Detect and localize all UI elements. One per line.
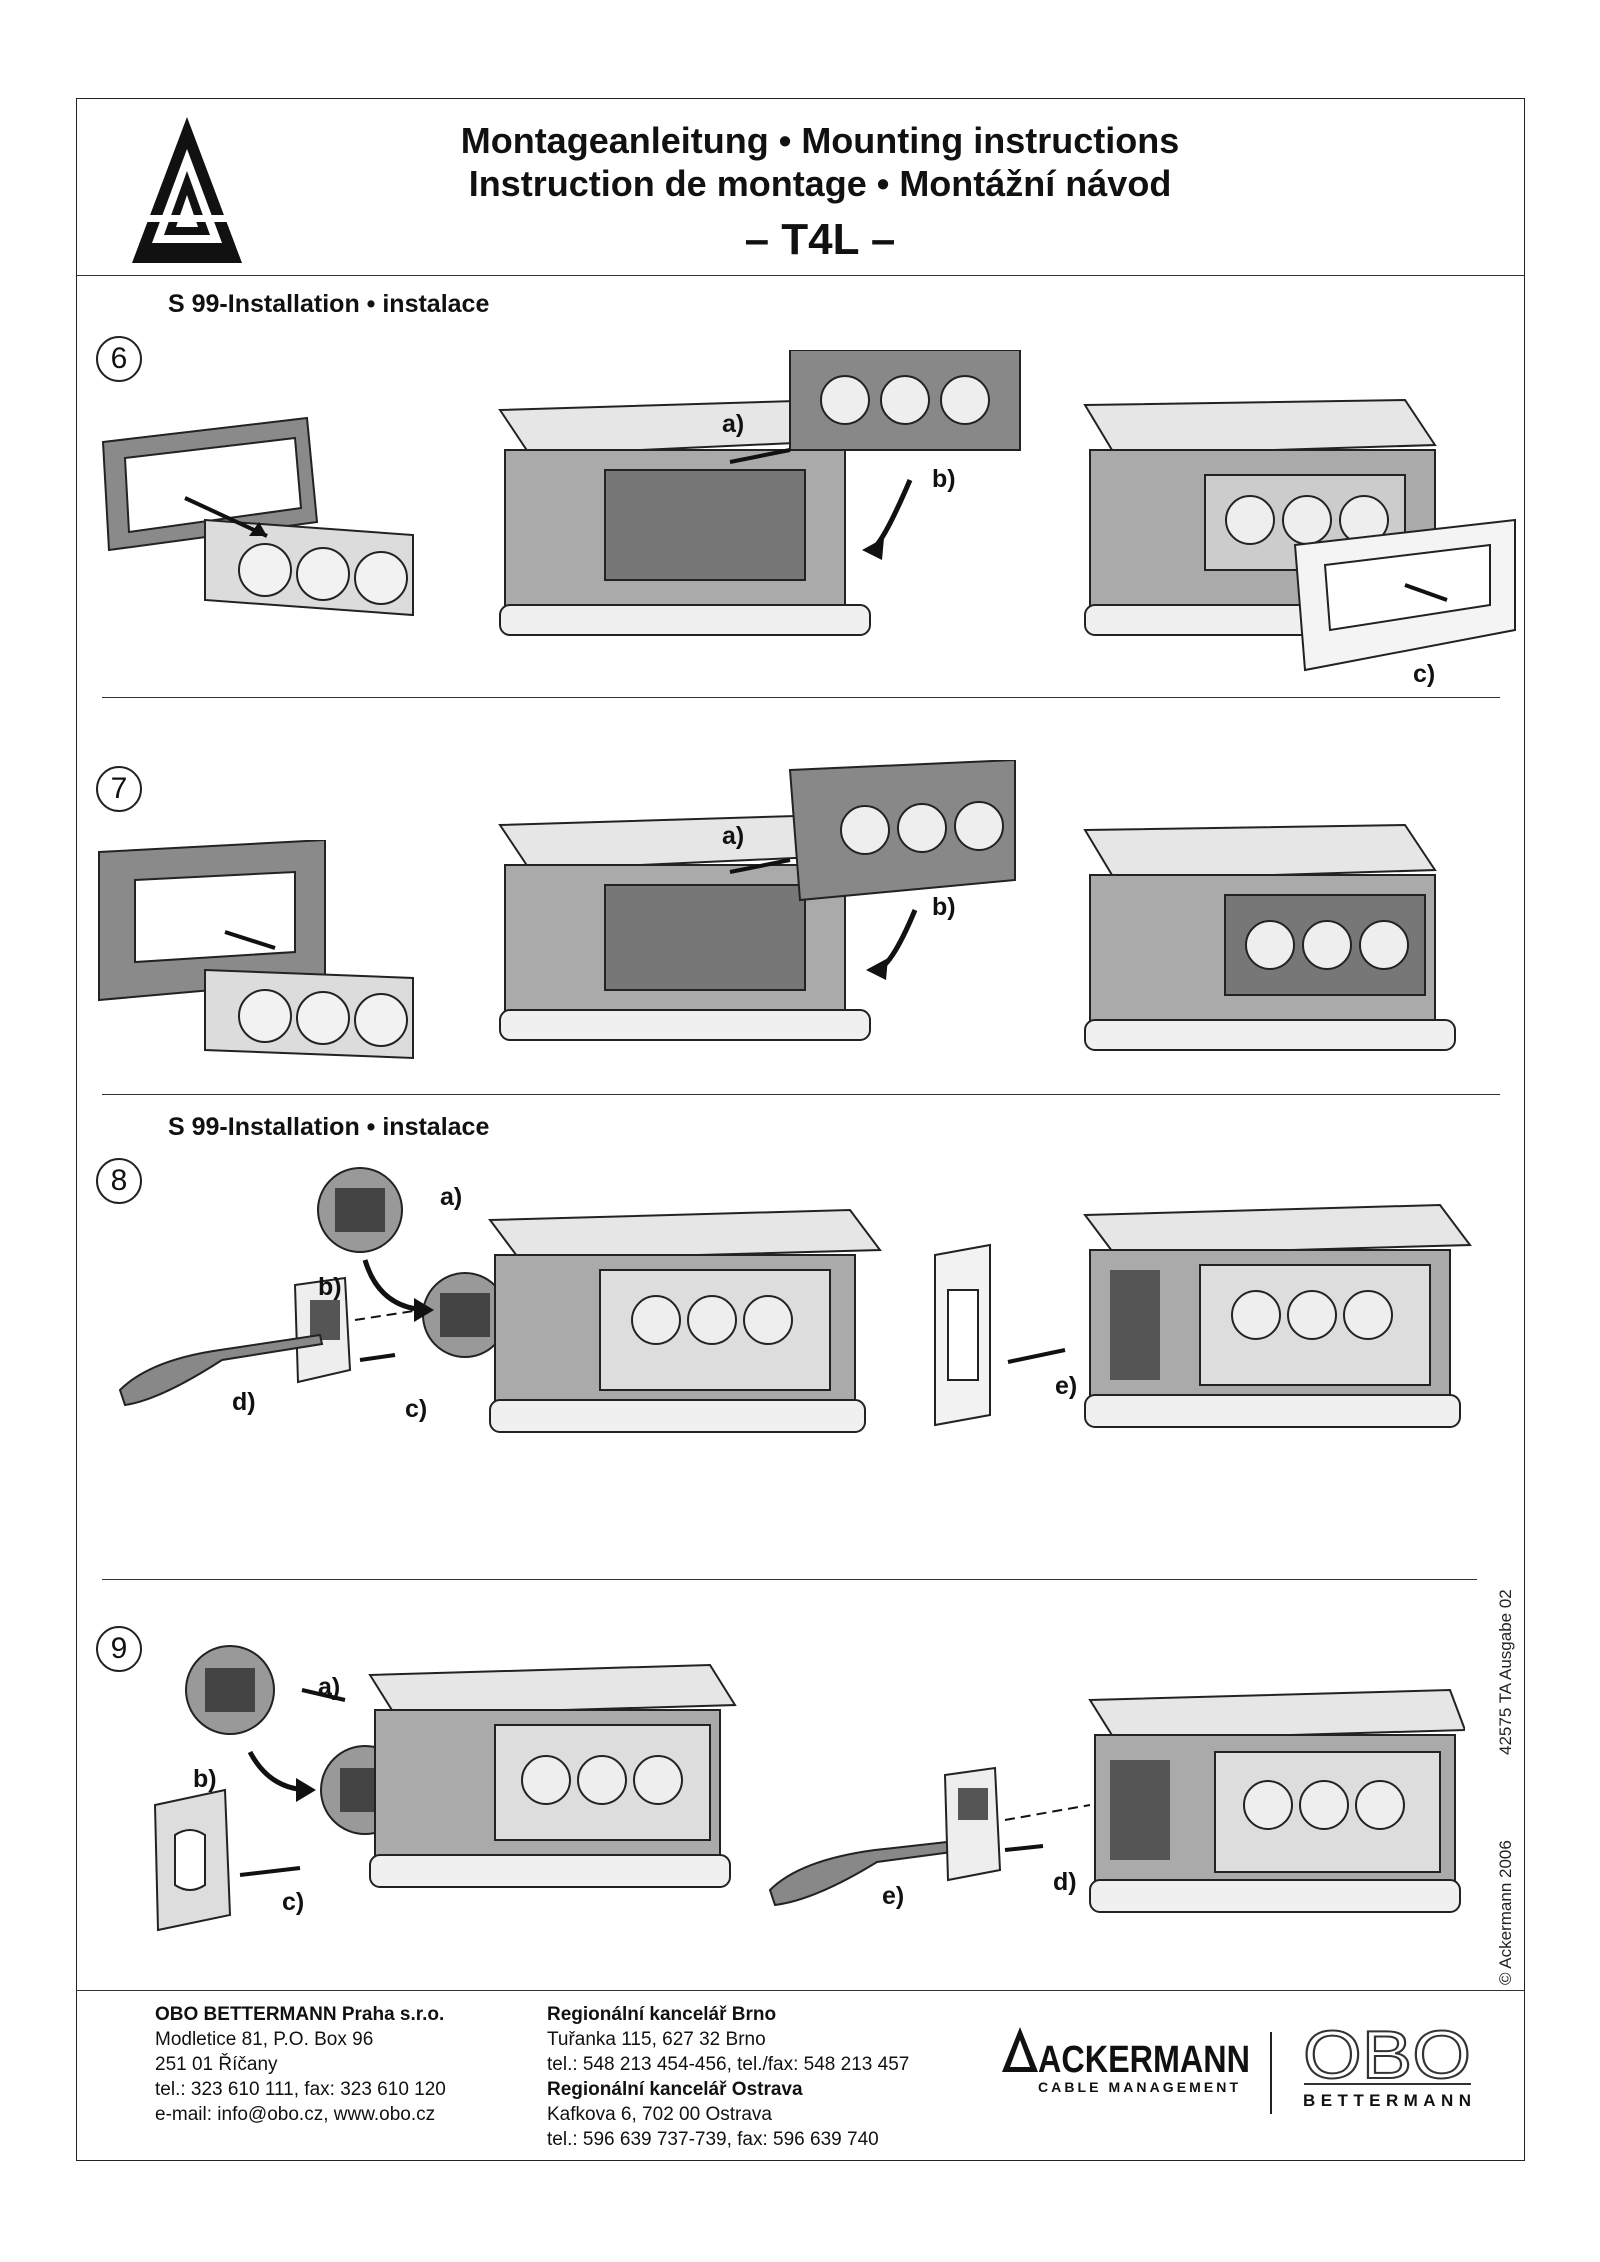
- ackermann-triangle-logo: [132, 117, 242, 263]
- footer-regional-offices: Regionální kancelář Brno Tuřanka 115, 62…: [547, 2002, 909, 2152]
- step9-label-e: e): [882, 1882, 905, 1910]
- step9-label-b: b): [193, 1765, 217, 1793]
- step6-label-b: b): [932, 465, 956, 493]
- step9-label-a: a): [318, 1673, 341, 1701]
- title-line-2: Instruction de montage • Montážní návod: [468, 163, 1172, 204]
- section-heading-s99-2: S 99-Installation • instalace: [168, 1113, 490, 1141]
- ostrava-phone: tel.: 596 639 737-739, fax: 596 639 740: [547, 2129, 879, 2150]
- footer-divider: [76, 1990, 1525, 1991]
- step9-box-cover-illustration: [768, 1688, 1465, 1913]
- page-frame: [76, 98, 1525, 2161]
- step7-label-b: b): [932, 893, 956, 921]
- company-name: OBO BETTERMANN Praha s.r.o.: [155, 2004, 445, 2025]
- step8-label-d: d): [232, 1388, 256, 1416]
- ackermann-wordmark: ACKERMANN: [1038, 2039, 1250, 2081]
- step-number-6: 6: [96, 336, 142, 382]
- ackermann-logo: ACKERMANN CABLE MANAGEMENT: [1002, 2027, 1250, 2095]
- step8-label-c: c): [405, 1395, 428, 1423]
- obo-bettermann-logo: OBO BETTERMANN: [1302, 2018, 1472, 2110]
- model-title: – T4L –: [744, 215, 896, 264]
- footer-company-block: OBO BETTERMANN Praha s.r.o. Modletice 81…: [155, 2002, 446, 2127]
- step9-label-c: c): [282, 1888, 305, 1916]
- step8-data-module-illustration: [118, 1167, 882, 1433]
- step-divider-7-8: [102, 1094, 1500, 1095]
- logo-separator: [1270, 2032, 1272, 2114]
- step6-box-with-cover-illustration: [1083, 398, 1516, 672]
- header-divider: [76, 275, 1525, 276]
- step8-box-cover-illustration: [934, 1203, 1472, 1428]
- ostrava-address: Kafkova 6, 702 00 Ostrava: [547, 2104, 772, 2125]
- obo-tagline: BETTERMANN: [1303, 2091, 1471, 2110]
- step8-label-b: b): [318, 1273, 342, 1301]
- copyright-note: © Ackermann 2006: [1496, 1840, 1515, 1985]
- step-number-8: 8: [96, 1158, 142, 1204]
- step9-data-module-illustration: [153, 1645, 737, 1932]
- step6-frame-and-socket-illustration: [101, 416, 414, 617]
- step-number-9: 9: [96, 1626, 142, 1672]
- brno-office-name: Regionální kancelář Brno: [547, 2004, 777, 2025]
- step6-label-a: a): [722, 410, 745, 438]
- step7-frame-and-socket-illustration: [98, 840, 414, 1060]
- document-code: 42575 TA Ausgabe 02: [1496, 1589, 1515, 1755]
- ostrava-office-name: Regionální kancelář Ostrava: [547, 2079, 803, 2100]
- step-number-7: 7: [96, 766, 142, 812]
- ackermann-tagline: CABLE MANAGEMENT: [1038, 2079, 1238, 2095]
- company-city: 251 01 Říčany: [155, 2054, 278, 2075]
- company-email: e-mail: info@obo.cz, www.obo.cz: [155, 2104, 436, 2125]
- title-line-1: Montageanleitung • Mounting instructions: [460, 120, 1180, 161]
- section-heading-s99: S 99-Installation • instalace: [168, 290, 490, 318]
- step-divider-8-9: [102, 1579, 1477, 1580]
- step7-box-insert-illustration: [498, 760, 1016, 1041]
- step8-label-a: a): [440, 1183, 463, 1211]
- obo-wordmark: OBO: [1303, 2018, 1471, 2093]
- step7-box-finished-illustration: [1083, 823, 1456, 1051]
- step8-label-e: e): [1055, 1372, 1078, 1400]
- step7-label-a: a): [722, 822, 745, 850]
- brno-address: Tuřanka 115, 627 32 Brno: [547, 2029, 766, 2050]
- company-address: Modletice 81, P.O. Box 96: [155, 2029, 374, 2050]
- brno-phone: tel.: 548 213 454-456, tel./fax: 548 213…: [547, 2054, 910, 2075]
- step6-box-insert-illustration: [498, 350, 1021, 636]
- company-phone: tel.: 323 610 111, fax: 323 610 120: [155, 2079, 446, 2100]
- step9-label-d: d): [1053, 1868, 1077, 1896]
- step6-label-c: c): [1413, 660, 1436, 688]
- step-divider-6-7: [102, 697, 1500, 698]
